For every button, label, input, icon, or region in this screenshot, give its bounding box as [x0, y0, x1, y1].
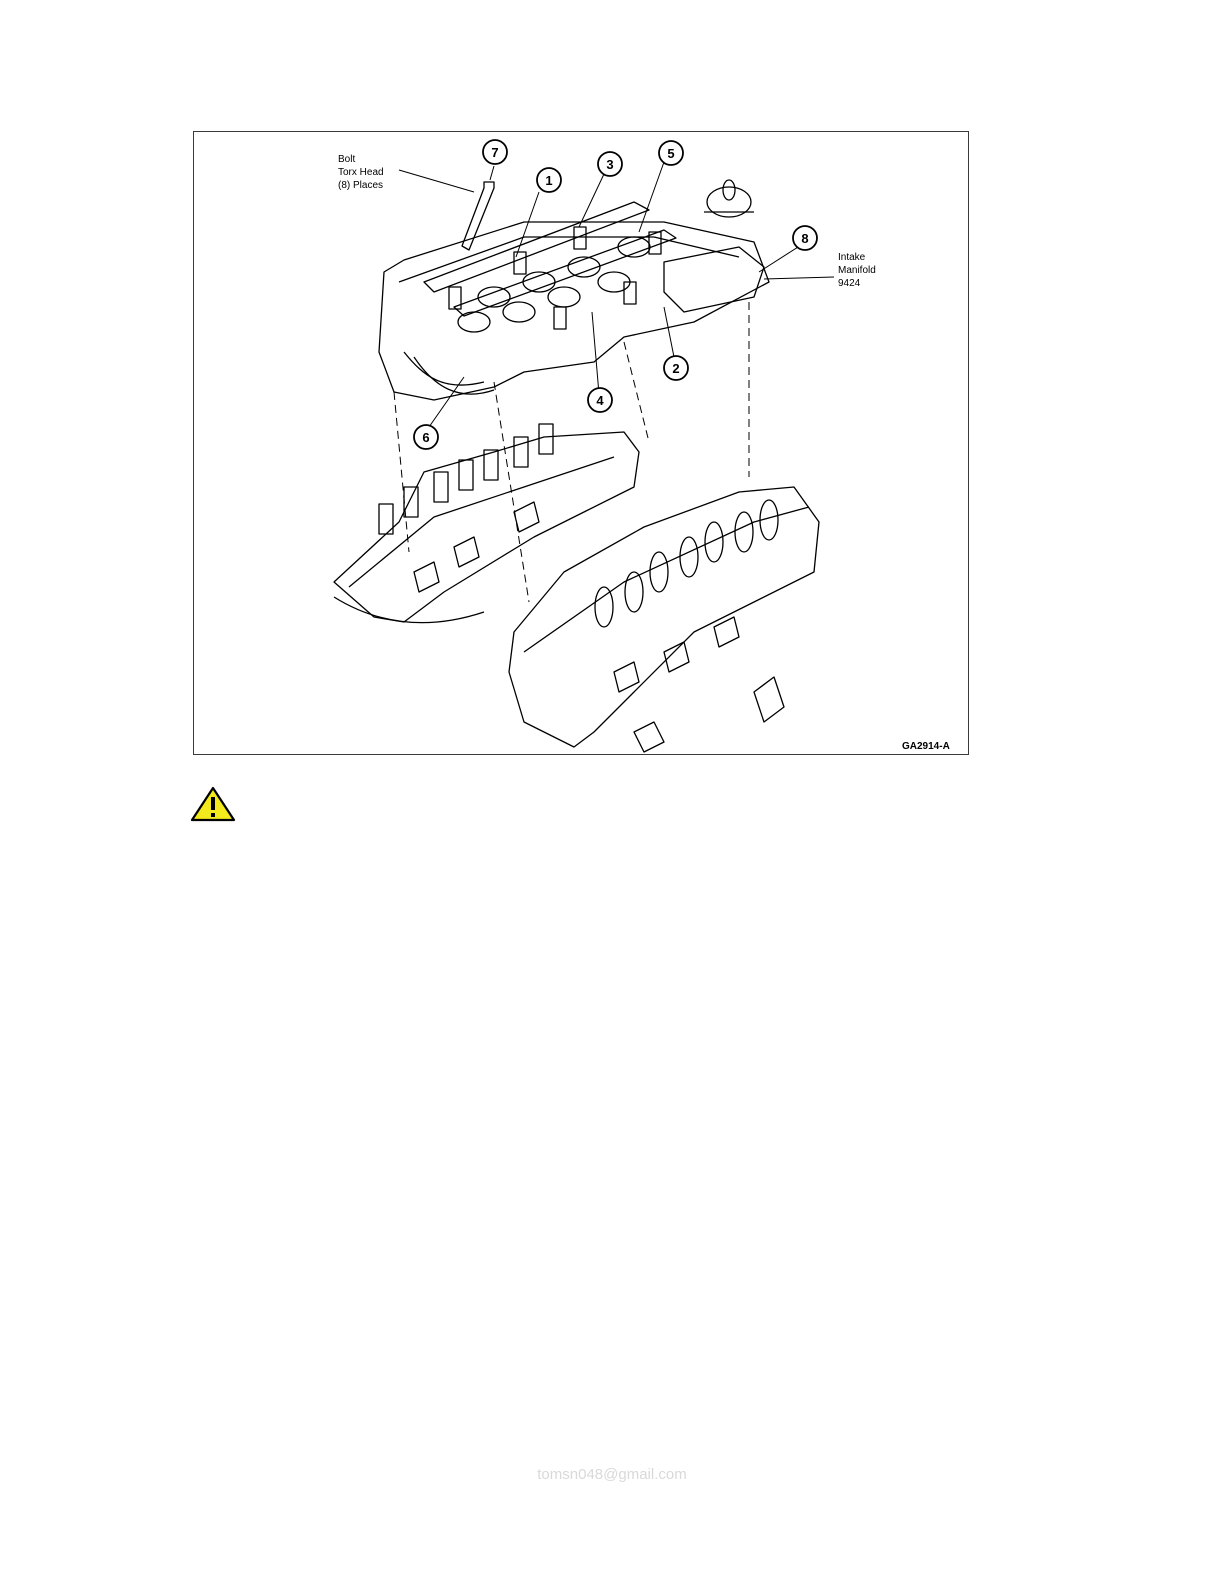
engine-diagram-figure: 1 2 3 4 5 6 7 8 Bolt Torx Head (8) Place…	[193, 131, 969, 755]
manifold-label-line-2: Manifold	[838, 265, 876, 276]
callout-7-number: 7	[491, 145, 498, 160]
bolt-label-line-3: (8) Places	[338, 180, 383, 191]
callout-2-number: 2	[672, 361, 679, 376]
warning-triangle-icon	[190, 786, 236, 822]
callout-5-number: 5	[667, 146, 674, 161]
manifold-label-line-1: Intake	[838, 252, 866, 263]
footer-email: tomsn048@gmail.com	[0, 1466, 1224, 1483]
callout-1-number: 1	[545, 173, 552, 188]
callout-8-number: 8	[801, 231, 808, 246]
callout-3-number: 3	[606, 157, 613, 172]
bolt-label-line-2: Torx Head	[338, 167, 384, 178]
figure-code: GA2914-A	[902, 741, 950, 752]
callout-4-number: 4	[596, 393, 604, 408]
bolt-label-line-1: Bolt	[338, 154, 355, 165]
manifold-label-line-3: 9424	[838, 278, 861, 289]
engine-exploded-drawing: 1 2 3 4 5 6 7 8 Bolt Torx Head (8) Place…	[194, 132, 970, 756]
callout-6-number: 6	[422, 430, 429, 445]
